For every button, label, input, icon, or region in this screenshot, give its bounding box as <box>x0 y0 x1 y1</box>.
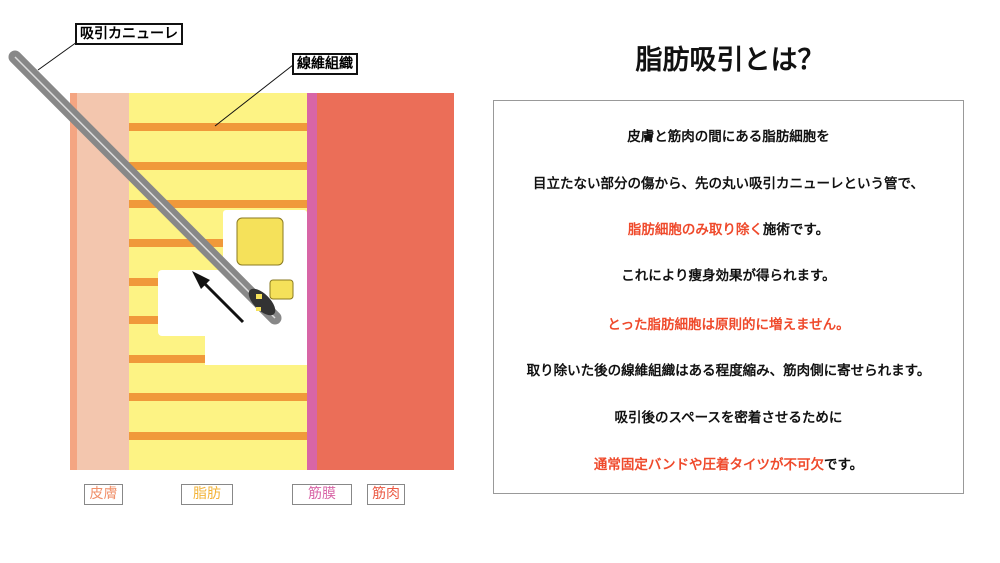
explanation-line: 脂肪細胞のみ取り除く施術です。 <box>494 218 963 238</box>
muscle-label: 筋肉 <box>367 484 405 505</box>
page-title: 脂肪吸引とは？ <box>635 45 825 76</box>
fiber-band <box>129 239 307 247</box>
fibrous-leader-line <box>214 64 294 127</box>
fascia-layer <box>307 93 317 470</box>
body-text: 施術です。 <box>762 222 830 238</box>
explanation-line: これにより痩身効果が得られます。 <box>494 264 963 284</box>
fiber-band <box>129 162 307 170</box>
body-text: 皮膚と筋肉の間にある脂肪細胞を <box>627 129 830 145</box>
fiber-band <box>129 200 307 208</box>
fascia-label: 筋膜 <box>292 484 352 505</box>
body-text: です。 <box>824 457 864 473</box>
fiber-band <box>129 393 307 401</box>
suction-direction-arrow <box>192 271 245 324</box>
explanation-line: 皮膚と筋肉の間にある脂肪細胞を <box>494 125 963 145</box>
fat-label: 脂肪 <box>181 484 233 505</box>
highlight-text: 脂肪細胞のみ取り除く <box>627 222 763 238</box>
cannula <box>8 50 282 325</box>
liposuction-diagram <box>8 41 454 470</box>
explanation-line: 目立たない部分の傷から、先の丸い吸引カニューレという管で、 <box>494 172 963 192</box>
fat-cell-large <box>236 217 284 266</box>
skin-edge <box>70 93 78 470</box>
body-text: これにより痩身効果が得られます。 <box>621 268 836 284</box>
explanation-line: 取り除いた後の線維組織はある程度縮み、筋肉側に寄せられます。 <box>494 359 963 379</box>
fiber-band <box>129 123 307 131</box>
explanation-line: 吸引後のスペースを密着させるために <box>494 406 963 426</box>
highlight-text: とった脂肪細胞は原則的に増えません。 <box>607 317 850 333</box>
cannula-leader-line <box>37 41 78 71</box>
body-text: 目立たない部分の傷から、先の丸い吸引カニューレという管で、 <box>533 176 924 192</box>
highlight-text: 通常固定バンドや圧着タイツが不可欠 <box>593 457 825 473</box>
explanation-line: 通常固定バンドや圧着タイツが不可欠です。 <box>494 453 963 473</box>
explanation-panel: 皮膚と筋肉の間にある脂肪細胞を目立たない部分の傷から、先の丸い吸引カニューレとい… <box>493 100 964 494</box>
fat-cell-small <box>269 279 294 300</box>
body-text: 取り除いた後の線維組織はある程度縮み、筋肉側に寄せられます。 <box>526 363 931 379</box>
skin-label: 皮膚 <box>84 484 123 505</box>
fibrous-tissue-label: 線維組織 <box>292 53 358 75</box>
body-text: 吸引後のスペースを密着させるために <box>614 410 843 426</box>
explanation-line: とった脂肪細胞は原則的に増えません。 <box>494 313 963 333</box>
cannula-label: 吸引カニューレ <box>75 23 183 45</box>
muscle-layer <box>317 93 454 470</box>
fiber-band <box>129 432 307 440</box>
